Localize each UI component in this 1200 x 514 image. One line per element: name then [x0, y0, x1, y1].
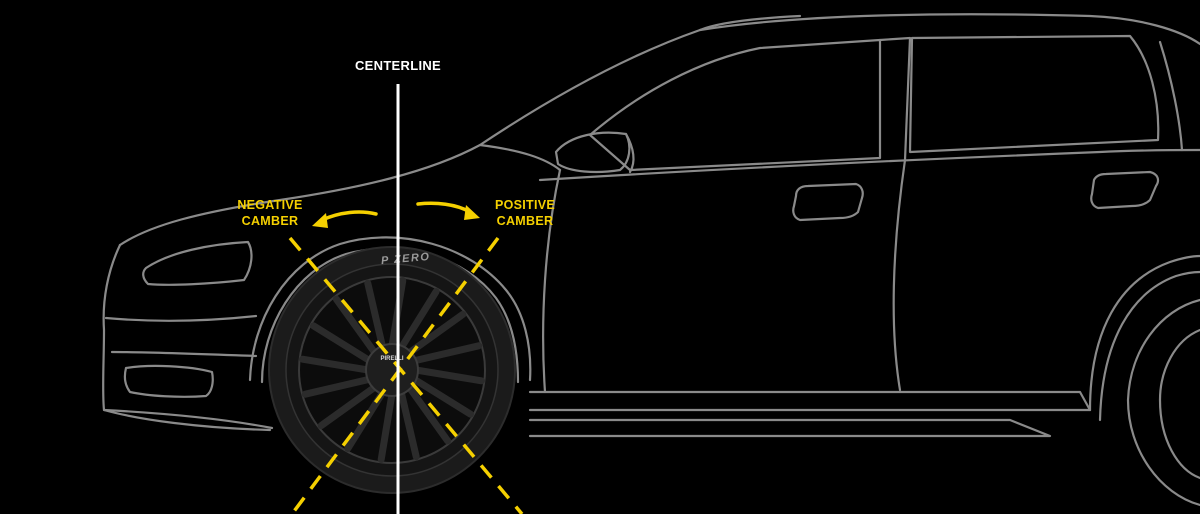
positive-camber-label: POSITIVE CAMBER [470, 197, 580, 229]
headlight [142, 240, 253, 286]
wheel-spoke [397, 288, 440, 352]
negative-camber-line [288, 236, 524, 514]
rear-wheel [1126, 298, 1200, 507]
wheel-spoke [317, 383, 379, 430]
rear-window [908, 34, 1160, 154]
wheel-spoke [410, 375, 474, 418]
windshield-edge [478, 143, 562, 172]
centerline-label: CENTERLINE [354, 58, 442, 73]
c-pillar [1158, 40, 1184, 152]
spokes [299, 277, 485, 463]
wheel-spoke [397, 388, 420, 461]
wheel-spoke [412, 366, 485, 385]
car-outline [102, 13, 1200, 507]
rocker-lower [528, 418, 1052, 438]
curved-arrow-right-icon [416, 201, 480, 220]
rocker-panel [528, 390, 1092, 412]
hub-brand-text: PIRELLI [380, 356, 403, 362]
car-bumper-line [104, 314, 258, 322]
front-wheel-arch [248, 236, 532, 382]
b-pillar [878, 36, 912, 392]
front-window [588, 38, 882, 172]
wheel-spoke [405, 383, 452, 445]
wheel-spoke [377, 390, 396, 463]
side-mirror-stem [624, 132, 635, 174]
tire-brand-text: P ZERO [381, 251, 431, 267]
fog-lamp [123, 364, 214, 398]
car-front-bumper [102, 243, 272, 432]
car-roofline [118, 13, 1200, 247]
wheel-spoke [410, 342, 483, 365]
car-roofline-inner [698, 14, 802, 32]
side-mirror [554, 131, 631, 174]
wheel-spoke [364, 279, 387, 352]
front-splitter [102, 408, 274, 430]
front-door-line [542, 168, 562, 394]
rear-wheel-arch [1088, 254, 1200, 412]
wheel-spoke [405, 310, 467, 357]
negative-camber-label: NEGATIVE CAMBER [215, 197, 325, 229]
positive-camber-label-line2: CAMBER [496, 214, 554, 228]
camber-lines [288, 236, 524, 514]
negative-camber-label-line1: NEGATIVE [237, 198, 303, 212]
positive-camber-label-line1: POSITIVE [494, 198, 556, 212]
negative-camber-label-line2: CAMBER [241, 214, 299, 228]
wheel-spoke [310, 322, 374, 365]
front-door-handle [792, 182, 864, 222]
rear-door-handle [1090, 170, 1160, 210]
belt-line [538, 148, 1200, 182]
hub [365, 343, 419, 397]
rear-wheel-arch-inner [1098, 270, 1200, 422]
rear-wheel-inner [1158, 328, 1200, 480]
positive-camber-line [290, 236, 500, 514]
wheel-spoke [301, 375, 374, 398]
curved-arrow-left-icon [312, 210, 378, 228]
front-wheel: PIRELLI P ZERO [268, 246, 516, 494]
car-bumper-lower [110, 350, 258, 358]
wheel-spoke [299, 355, 372, 374]
wheel-spoke [332, 295, 379, 357]
